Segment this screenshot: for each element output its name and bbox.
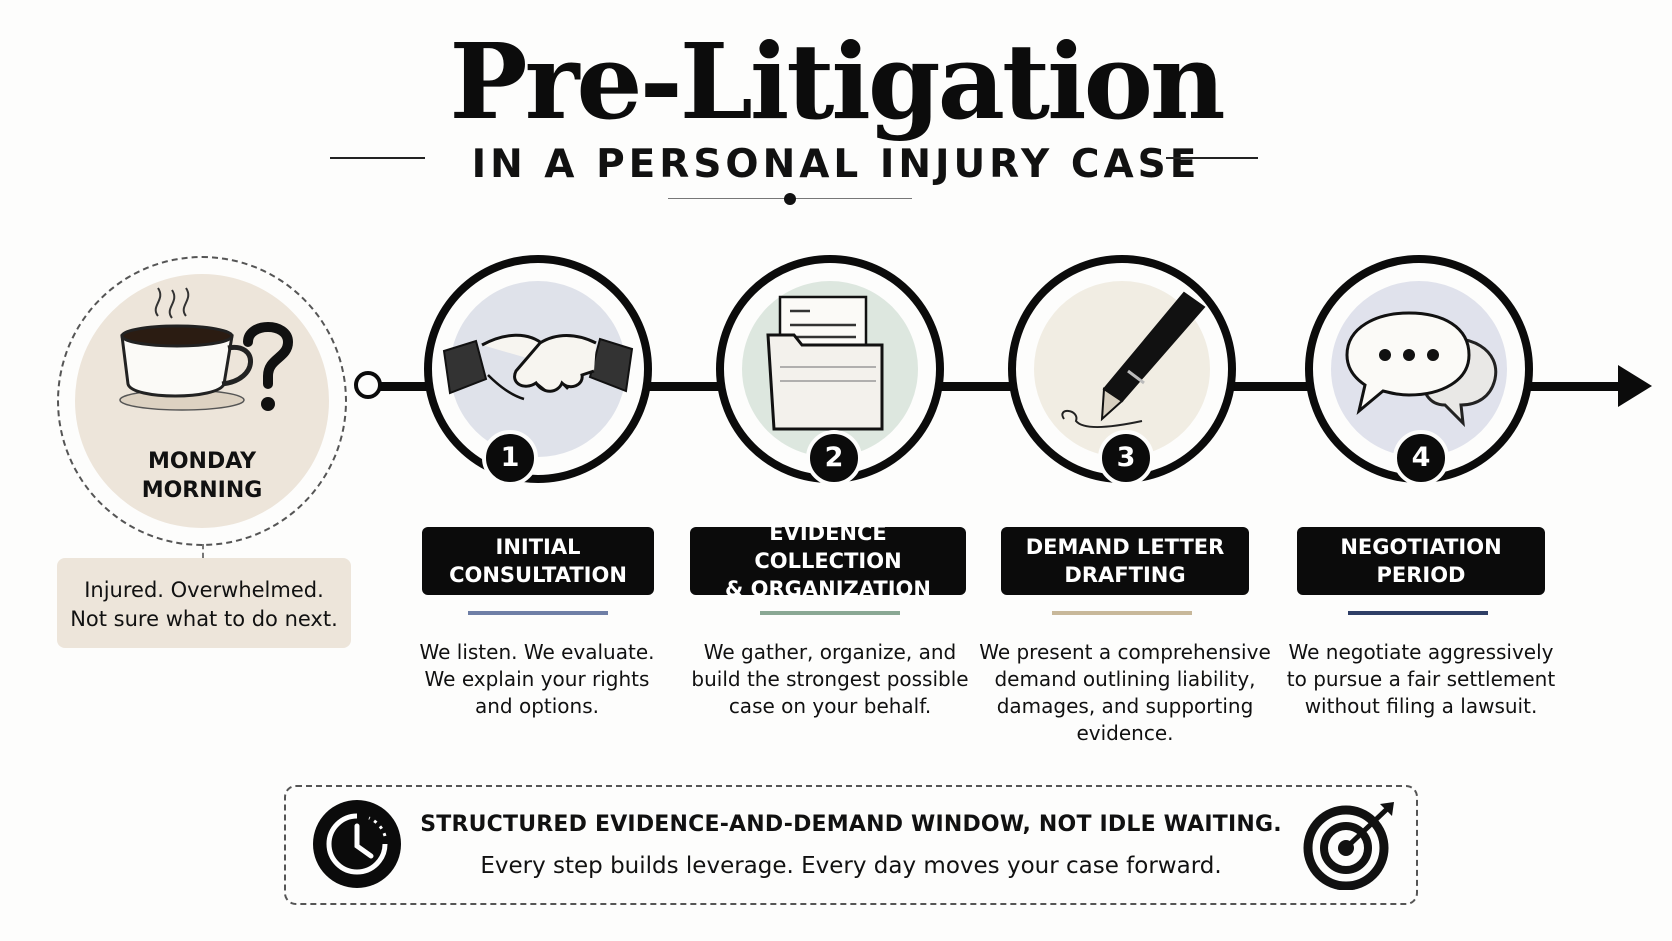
page-title: Pre-Litigation — [449, 20, 1225, 143]
footer-note-box — [284, 785, 1418, 905]
target-icon — [1303, 802, 1394, 890]
fountain-pen-icon — [1061, 291, 1206, 429]
start-label: MONDAY MORNING — [75, 447, 329, 505]
start-caption-box: Injured. Overwhelmed. Not sure what to d… — [57, 558, 351, 648]
folder-documents-icon — [766, 295, 884, 431]
timeline-line — [360, 382, 1630, 391]
title-divider-right — [1166, 157, 1258, 159]
footer-headline: STRUCTURED EVIDENCE-AND-DEMAND WINDOW, N… — [420, 812, 1282, 837]
start-label-line1: MONDAY — [147, 449, 257, 474]
step-3-title: DEMAND LETTER DRAFTING — [1001, 527, 1249, 595]
start-caption-line2: Not sure what to do next. — [70, 607, 338, 631]
step-4-title: NEGOTIATION PERIOD — [1297, 527, 1545, 595]
step-2-title: EVIDENCE COLLECTION & ORGANIZATION — [690, 521, 966, 601]
footer-subline: Every step builds leverage. Every day mo… — [480, 853, 1222, 879]
step-4-accent-line — [1348, 611, 1488, 615]
step-3-description: We present a comprehensive demand outlin… — [979, 640, 1271, 745]
question-mark-icon — [243, 322, 294, 411]
step-1-badge: 1 — [482, 430, 538, 486]
step-1-description: We listen. We evaluate. We explain your … — [419, 640, 655, 718]
start-connector — [202, 544, 204, 558]
page-subtitle: IN A PERSONAL INJURY CASE — [471, 142, 1201, 187]
ornament-dot — [784, 193, 796, 205]
step-4-description: We negotiate aggressively to pursue a fa… — [1286, 640, 1556, 718]
step-1-circle — [424, 255, 652, 483]
speech-bubbles-icon — [1345, 311, 1498, 428]
step-3-badge: 3 — [1098, 430, 1154, 486]
step-2-description: We gather, organize, and build the stron… — [691, 640, 969, 718]
coffee-cup-icon — [119, 287, 253, 411]
step-2-accent-line — [760, 611, 900, 615]
timeline-arrow-icon — [1618, 365, 1652, 407]
step-4-badge: 4 — [1393, 430, 1449, 486]
handshake-icon — [442, 333, 634, 401]
step-1-accent-line — [468, 611, 608, 615]
start-label-line2: MORNING — [141, 478, 263, 503]
title-divider-left — [330, 157, 425, 159]
step-3-accent-line — [1052, 611, 1192, 615]
step-1-title: INITIAL CONSULTATION — [422, 527, 654, 595]
timeline-start-marker — [354, 371, 382, 399]
step-2-badge: 2 — [806, 430, 862, 486]
clock-icon — [313, 800, 401, 888]
start-caption-line1: Injured. Overwhelmed. — [84, 578, 324, 602]
